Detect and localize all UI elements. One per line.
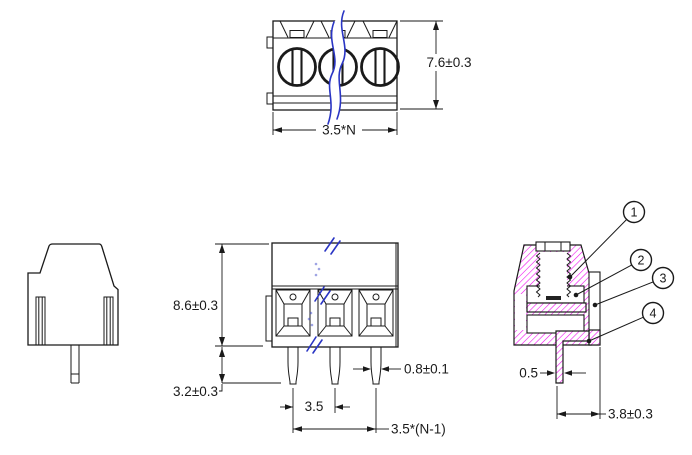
balloon-2-number: 2 [638, 254, 645, 268]
section-pin [555, 330, 590, 384]
front-left-tab [265, 295, 273, 342]
top-view: 7.6±0.3 3.5*N [266, 10, 472, 138]
side-view [27, 243, 119, 384]
wire-hole [526, 314, 585, 334]
plate-foot [588, 329, 601, 346]
dim-front-height: 8.6±0.3 [173, 243, 269, 347]
break-lines-top-view [327, 10, 346, 125]
wire-entry-funnels-front [275, 289, 394, 337]
balloon-1-number: 1 [631, 206, 638, 220]
dim-label-section-pin-thickness: 0.5 [519, 366, 538, 381]
section-view: 1 2 3 4 0.5 3.8±0.3 [513, 200, 675, 422]
dim-section-pin-thickness: 0.5 [519, 366, 586, 381]
dim-label-top-width: 3.5*N [322, 123, 356, 138]
side-view-slots [35, 296, 114, 346]
screw-thread-left [535, 252, 541, 298]
screw-tip [546, 296, 561, 300]
dim-span: 3.5*(N-1) [292, 388, 446, 437]
front-view: 8.6±0.3 3.2±0.3 3.5 0.8±0.1 [173, 237, 449, 437]
dim-label-span: 3.5*(N-1) [391, 422, 446, 437]
dim-top-width: 3.5*N [272, 112, 398, 138]
dim-label-section-depth: 3.8±0.3 [608, 407, 653, 422]
dim-label-pin-length: 3.2±0.3 [173, 384, 218, 399]
dim-label-top-height: 7.6±0.3 [427, 55, 472, 70]
tab-top [266, 36, 274, 49]
dim-label-front-height: 8.6±0.3 [173, 298, 218, 313]
dim-pin-width: 0.8±0.1 [353, 362, 449, 377]
callout-leaders [569, 211, 664, 342]
dim-section-depth: 3.8±0.3 [556, 347, 653, 422]
callout-balloons: 1 2 3 4 [622, 200, 675, 325]
balloon-3 [651, 266, 675, 290]
solder-pins [287, 347, 382, 385]
dim-pin-length: 3.2±0.3 [173, 347, 281, 399]
break-lines-front-view [306, 237, 341, 354]
clamp-plate [526, 302, 587, 313]
balloon-2 [629, 248, 653, 272]
balloon-4-number: 4 [650, 307, 657, 321]
dim-top-height: 7.6±0.3 [400, 20, 472, 110]
balloon-4 [641, 301, 665, 325]
wire-entry-funnels-top [279, 20, 398, 38]
screw-head-section [535, 241, 571, 252]
side-view-pin [70, 345, 80, 384]
balloon-3-number: 3 [660, 272, 667, 286]
dim-pitch: 3.5 [280, 388, 350, 414]
dim-label-pin-width: 0.8±0.1 [404, 362, 449, 377]
balloon-1 [622, 200, 646, 224]
dim-label-pitch: 3.5 [305, 399, 324, 414]
tab-bottom [266, 92, 274, 105]
